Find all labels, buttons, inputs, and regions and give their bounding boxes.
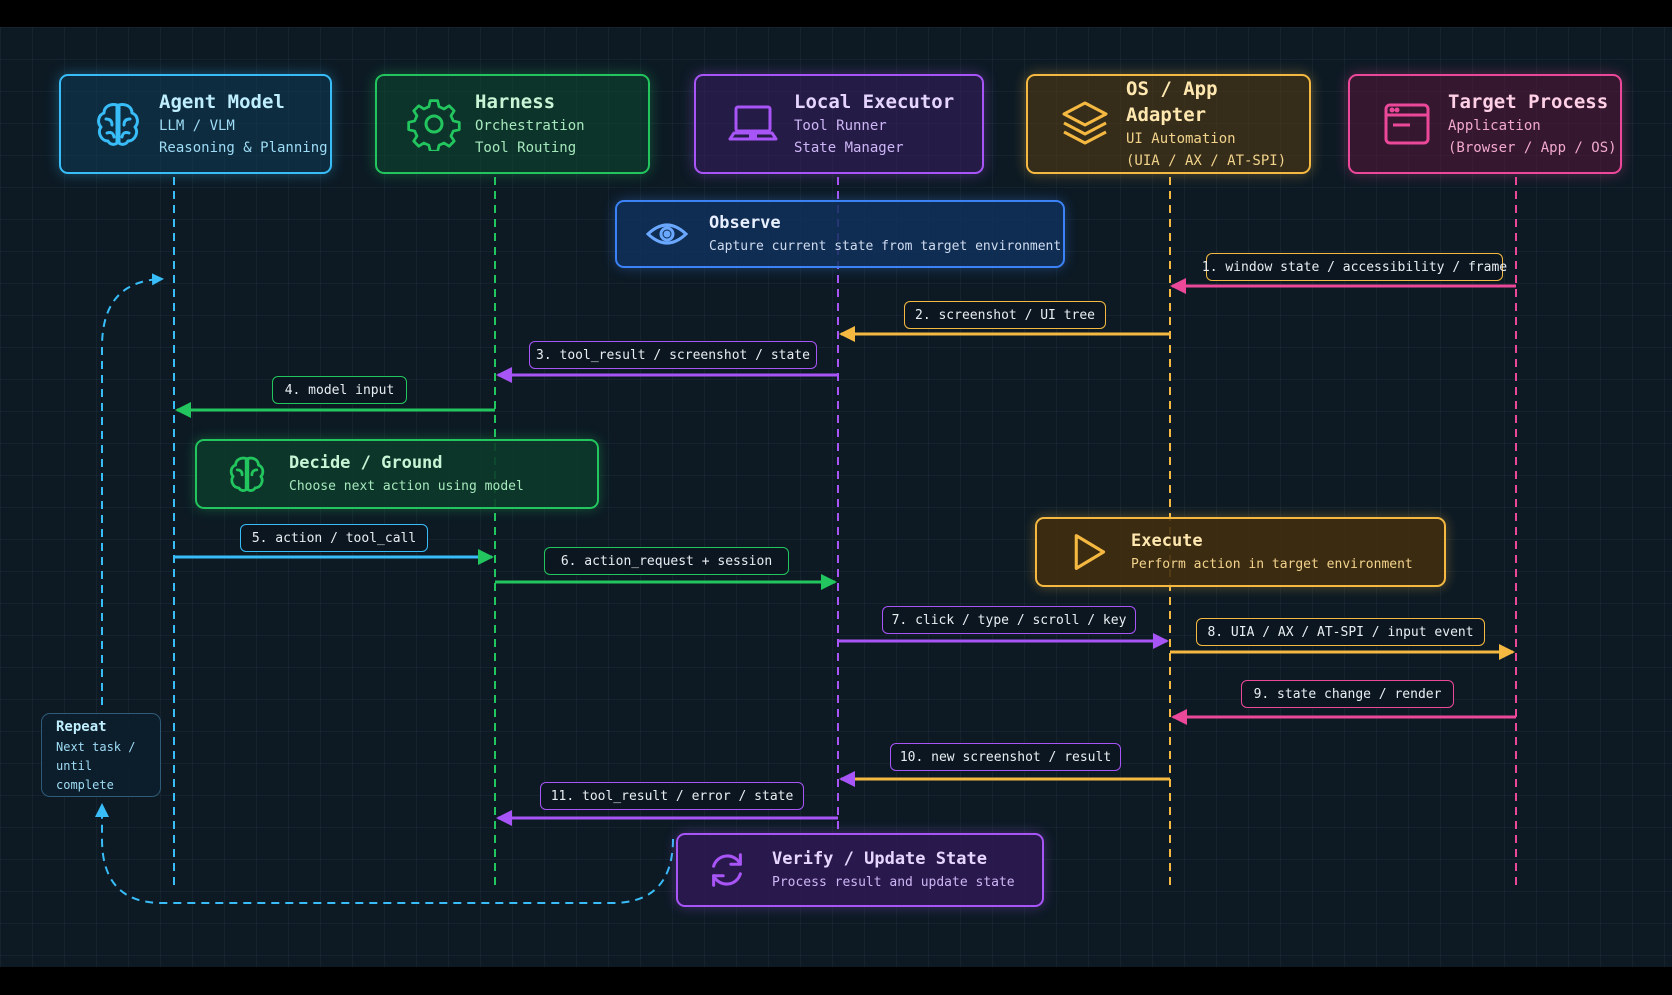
actor-subtitle: UI Automation: [1126, 131, 1236, 147]
message-label-5: 5. action / tool_call: [240, 524, 428, 552]
repeat-loop-up: [101, 273, 164, 705]
layers-icon: [1062, 101, 1108, 145]
actor-subtitle-2: (UIA / AX / AT-SPI): [1126, 153, 1287, 169]
message-label-9: 9. state change / render: [1241, 680, 1454, 708]
repeat-line-2: until complete: [56, 758, 114, 792]
phase-subtitle: Process result and update state: [772, 875, 1015, 890]
repeat-line-1: Next task /: [56, 739, 136, 754]
brain-icon: [97, 103, 139, 146]
phase-title: Observe: [709, 213, 781, 233]
laptop-icon: [728, 105, 778, 141]
gear-icon: [407, 99, 461, 151]
window-icon: [1384, 103, 1430, 145]
actor-subtitle: LLM / VLM: [159, 118, 235, 134]
phase-title: Decide / Ground: [289, 453, 443, 473]
message-label-11: 11. tool_result / error / state: [540, 782, 804, 810]
message-label-4: 4. model input: [272, 376, 407, 404]
actor-title: OS / App Adapter: [1126, 78, 1218, 126]
repeat-title: Repeat: [56, 718, 107, 735]
message-label-2: 2. screenshot / UI tree: [904, 301, 1106, 329]
diagram-wires: [95, 177, 1517, 904]
message-label-6: 6. action_request + session: [544, 547, 789, 575]
actor-harness: Harness Orchestration Tool Routing: [375, 74, 650, 174]
eye-icon: [645, 223, 689, 245]
actor-os-app-adapter: OS / App Adapter UI Automation (UIA / AX…: [1026, 74, 1311, 174]
actor-subtitle: Application: [1448, 118, 1541, 134]
actor-subtitle-2: (Browser / App / OS): [1448, 140, 1617, 156]
phase-verify-update-state: Verify / Update State Process result and…: [676, 833, 1044, 907]
actor-local-executor: Local Executor Tool Runner State Manager: [694, 74, 984, 174]
phase-subtitle: Capture current state from target enviro…: [709, 239, 1062, 254]
brain-icon: [229, 456, 265, 492]
actor-subtitle-2: Reasoning & Planning: [159, 140, 328, 156]
phase-subtitle: Perform action in target environment: [1131, 557, 1413, 572]
repeat-box: Repeat Next task / until complete: [41, 713, 161, 797]
actor-target-process: Target Process Application (Browser / Ap…: [1348, 74, 1622, 174]
phase-title: Execute: [1131, 531, 1203, 551]
actor-subtitle-2: Tool Routing: [475, 140, 577, 156]
actor-subtitle: Orchestration: [475, 118, 585, 134]
message-label-8: 8. UIA / AX / AT-SPI / input event: [1196, 618, 1485, 646]
sequence-diagram: Agent Model LLM / VLM Reasoning & Planni…: [0, 27, 1672, 967]
repeat-loop-back: [95, 803, 674, 904]
actor-agent-model: Agent Model LLM / VLM Reasoning & Planni…: [59, 74, 332, 174]
phase-title: Verify / Update State: [772, 849, 987, 869]
phase-observe: Observe Capture current state from targe…: [615, 200, 1065, 268]
actor-subtitle-2: State Manager: [794, 140, 904, 156]
phase-decide-ground: Decide / Ground Choose next action using…: [195, 439, 599, 509]
phase-execute: Execute Perform action in target environ…: [1035, 517, 1446, 587]
message-label-3: 3. tool_result / screenshot / state: [529, 341, 817, 369]
message-label-10: 10. new screenshot / result: [890, 743, 1121, 771]
actor-title: Local Executor: [794, 91, 955, 113]
refresh-icon: [712, 853, 742, 887]
message-label-7: 7. click / type / scroll / key: [882, 606, 1136, 634]
play-icon: [1074, 534, 1106, 570]
message-label-1: 1. window state / accessibility / frame: [1202, 253, 1507, 281]
actor-title: Harness: [475, 91, 556, 113]
actor-subtitle: Tool Runner: [794, 118, 887, 134]
phase-subtitle: Choose next action using model: [289, 479, 524, 494]
actor-title: Target Process: [1448, 91, 1609, 113]
actor-title: Agent Model: [159, 91, 285, 113]
